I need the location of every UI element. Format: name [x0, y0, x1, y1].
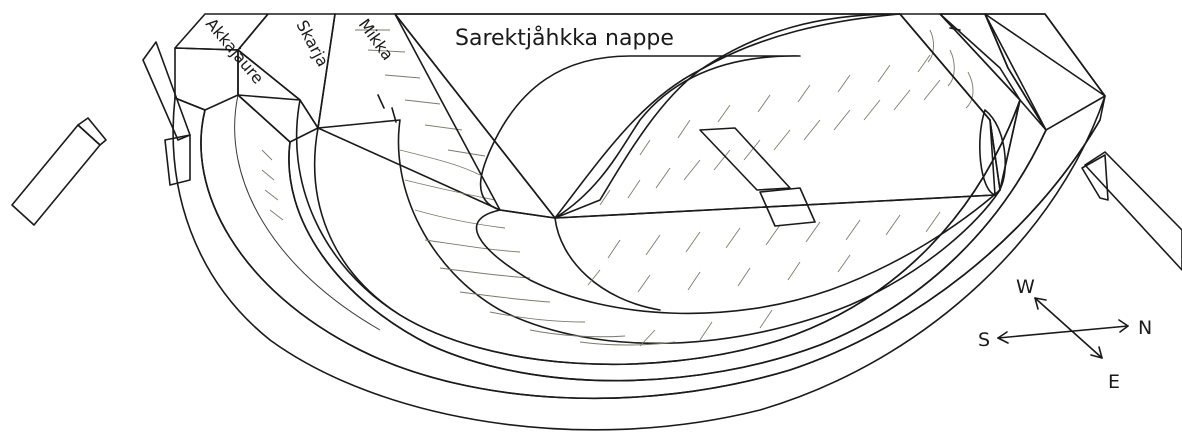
- label-mikka: Mikka: [355, 15, 398, 64]
- label-sarektjahkka-nappe: Sarektjåhkka nappe: [455, 25, 674, 51]
- left-upper-arrow: [143, 42, 190, 140]
- compass-s-label: S: [978, 329, 990, 351]
- left-diagonal-arrow: [12, 125, 100, 225]
- compass-rose: W S N E: [978, 276, 1152, 393]
- mikka-layer: [315, 14, 1020, 364]
- unit-labels: Akkajaure Skarja Mikka Sarektjåhkka napp…: [202, 14, 674, 87]
- skarja-layer: [238, 14, 1046, 381]
- sarektjahkka-layer: [395, 14, 1000, 313]
- label-skarja: Skarja: [292, 17, 332, 70]
- compass-w-label: W: [1016, 276, 1035, 298]
- compass-n-label: N: [1138, 317, 1152, 339]
- akkajaure-curved-body: [173, 14, 1105, 430]
- compression-arrows: [12, 42, 1182, 270]
- mikka-curved-body: [315, 100, 1020, 364]
- right-arrow: [1085, 152, 1182, 270]
- akkajaure-layer: [173, 14, 1105, 430]
- skarja-curved-body: [238, 14, 1046, 381]
- compass-e-label: E: [1108, 371, 1120, 393]
